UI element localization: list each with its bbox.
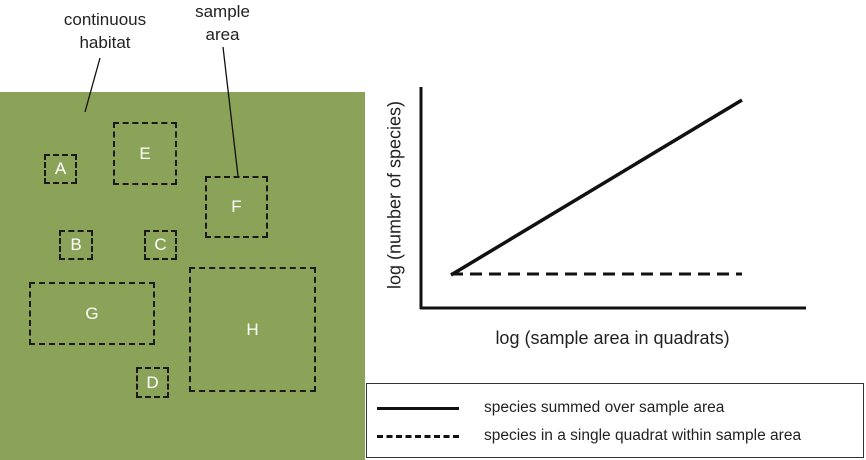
habitat-pointer-line: [84, 57, 101, 113]
quadrat-a: A: [44, 154, 77, 184]
quadrat-b-label: B: [70, 235, 82, 254]
sample-area-pointer-line: [222, 46, 239, 177]
quadrat-f: F: [205, 176, 268, 238]
quadrat-e-label: E: [139, 143, 151, 163]
quadrat-a-label: A: [54, 159, 67, 178]
quadrat-b: B: [59, 230, 93, 260]
quadrat-g: G: [29, 282, 155, 345]
species-summed-line: [450, 98, 743, 277]
quadrat-d-label: D: [146, 372, 159, 392]
quadrat-h-label: H: [246, 319, 259, 339]
legend-dashed-swatch: [377, 435, 459, 438]
quadrat-d: D: [136, 367, 169, 398]
quadrat-c: C: [144, 230, 177, 260]
legend-solid-label: species summed over sample area: [484, 399, 725, 416]
legend-solid-swatch: [377, 407, 459, 410]
legend: species summed over sample area species …: [366, 383, 864, 458]
legend-item-dashed: species in a single quadrat within sampl…: [367, 423, 863, 449]
legend-dashed-label: species in a single quadrat within sampl…: [484, 427, 802, 444]
x-axis-label: log (sample area in quadrats): [495, 328, 730, 348]
continuous-habitat-area: [0, 92, 365, 460]
quadrat-e: E: [113, 122, 177, 185]
quadrat-f-label: F: [231, 197, 242, 216]
continuous-habitat-label: continuous habitat: [63, 10, 147, 52]
legend-item-solid: species summed over sample area: [367, 395, 863, 421]
sample-area-label: sample area: [195, 2, 250, 44]
quadrat-c-label: C: [154, 235, 167, 254]
y-axis-label: log (number of species): [384, 100, 405, 290]
quadrat-h: H: [189, 267, 316, 392]
quadrat-g-label: G: [85, 303, 99, 323]
